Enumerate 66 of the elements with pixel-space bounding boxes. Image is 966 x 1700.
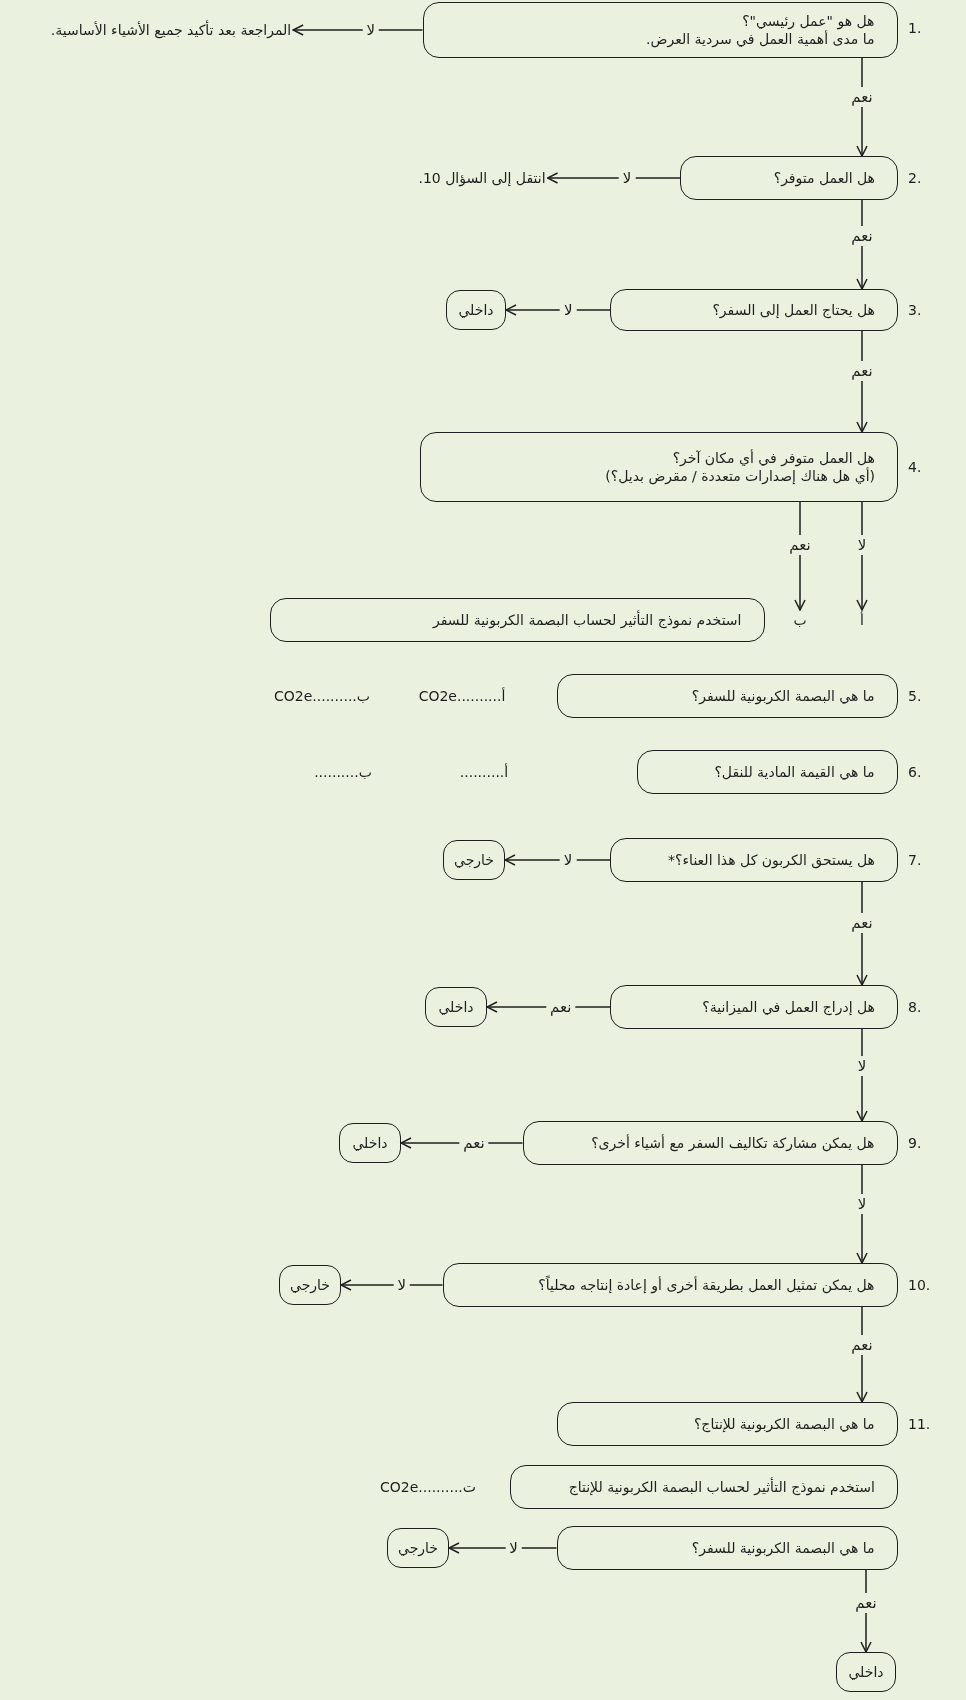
outcome-text: انتقل إلى السؤال 10. [416, 168, 548, 188]
outcome-text: ب [791, 610, 809, 630]
value-blank: ت..........CO2e [380, 1478, 476, 1496]
arrow [340, 1279, 444, 1291]
value-blank: أ.......... [459, 763, 509, 781]
arrow [856, 501, 868, 611]
step-number: 10. [908, 1276, 931, 1294]
question-box [680, 156, 898, 200]
arrow [448, 1542, 558, 1554]
question-box [269, 598, 765, 642]
outcome-box: خارجي [279, 1265, 341, 1305]
question-text: هل العمل متوفر؟ [773, 169, 875, 187]
question-box [556, 1526, 898, 1570]
outcome-box: خارجي [387, 1528, 449, 1568]
step-number: 8. [908, 998, 922, 1016]
outcome-box: داخلي [339, 1123, 401, 1163]
question-text: ما هي البصمة الكربونية للإنتاج؟ [693, 1415, 875, 1433]
outcome-box: داخلي [446, 290, 506, 330]
value-blank: أ..........CO2e [418, 687, 506, 705]
question-box [442, 1263, 898, 1307]
step-number: 7. [908, 851, 922, 869]
outcome-box: داخلي [836, 1652, 896, 1692]
arrow [856, 1164, 868, 1264]
outcome-text: المراجعة بعد تأكيد جميع الأشياء الأساسية. [48, 20, 294, 40]
question-text: هل يمكن تمثيل العمل بطريقة أخرى أو إعادة إنتاجه محلياً؟ [538, 1276, 875, 1294]
outcome-box: داخلي [425, 987, 487, 1027]
question-text: (أي هل هناك إصدارات متعددة / مقرض بديل؟) [605, 467, 875, 485]
question-text: ما هي البصمة الكربونية للسفر؟ [691, 1539, 875, 1557]
question-text: هل يمكن مشاركة تكاليف السفر مع أشياء أخرى؟ [591, 1134, 875, 1152]
arrow [546, 172, 681, 184]
question-box [610, 289, 898, 331]
question-text: هل يحتاج العمل إلى السفر؟ [712, 301, 875, 319]
question-box [510, 1465, 898, 1509]
arrow [856, 1028, 868, 1122]
question-box [610, 985, 898, 1029]
value-blank: ب..........CO2e [274, 687, 370, 705]
arrow [292, 24, 424, 36]
question-text: هل يستحق الكربون كل هذا العناء؟* [668, 851, 875, 869]
question-text: استخدم نموذج التأثير لحساب البصمة الكربونية للإنتاج [568, 1478, 875, 1496]
question-box [636, 750, 898, 794]
step-number: 5. [908, 687, 922, 705]
question-text: ما هي القيمة المادية للنقل؟ [714, 763, 875, 781]
arrow [505, 304, 611, 316]
step-number: 6. [908, 763, 922, 781]
question-box [556, 674, 898, 718]
question-box [422, 2, 898, 58]
step-number: 4. [908, 458, 922, 476]
question-text: هل العمل متوفر في أي مكان آخر؟ [672, 449, 875, 467]
question-box [420, 432, 898, 502]
question-text: ما هي البصمة الكربونية للسفر؟ [691, 687, 875, 705]
step-number: 3. [908, 301, 922, 319]
outcome-text: أ [858, 610, 866, 630]
question-text: هل هو "عمل رئيسي"؟ [742, 12, 875, 30]
question-text: ما مدى أهمية العمل في سردية العرض. [646, 30, 875, 48]
question-text: استخدم نموذج التأثير لحساب البصمة الكربونية للسفر [433, 611, 742, 629]
step-number: 1. [908, 19, 922, 37]
step-number: 9. [908, 1134, 922, 1152]
question-box [556, 1402, 898, 1446]
question-text: هل إدراج العمل في الميزانية؟ [702, 998, 875, 1016]
outcome-box: خارجي [443, 840, 505, 880]
step-number: 2. [908, 169, 922, 187]
value-blank: ب.......... [314, 763, 372, 781]
arrow [504, 854, 611, 866]
step-number: 11. [908, 1415, 931, 1433]
question-box [610, 838, 898, 882]
question-box [522, 1121, 898, 1165]
